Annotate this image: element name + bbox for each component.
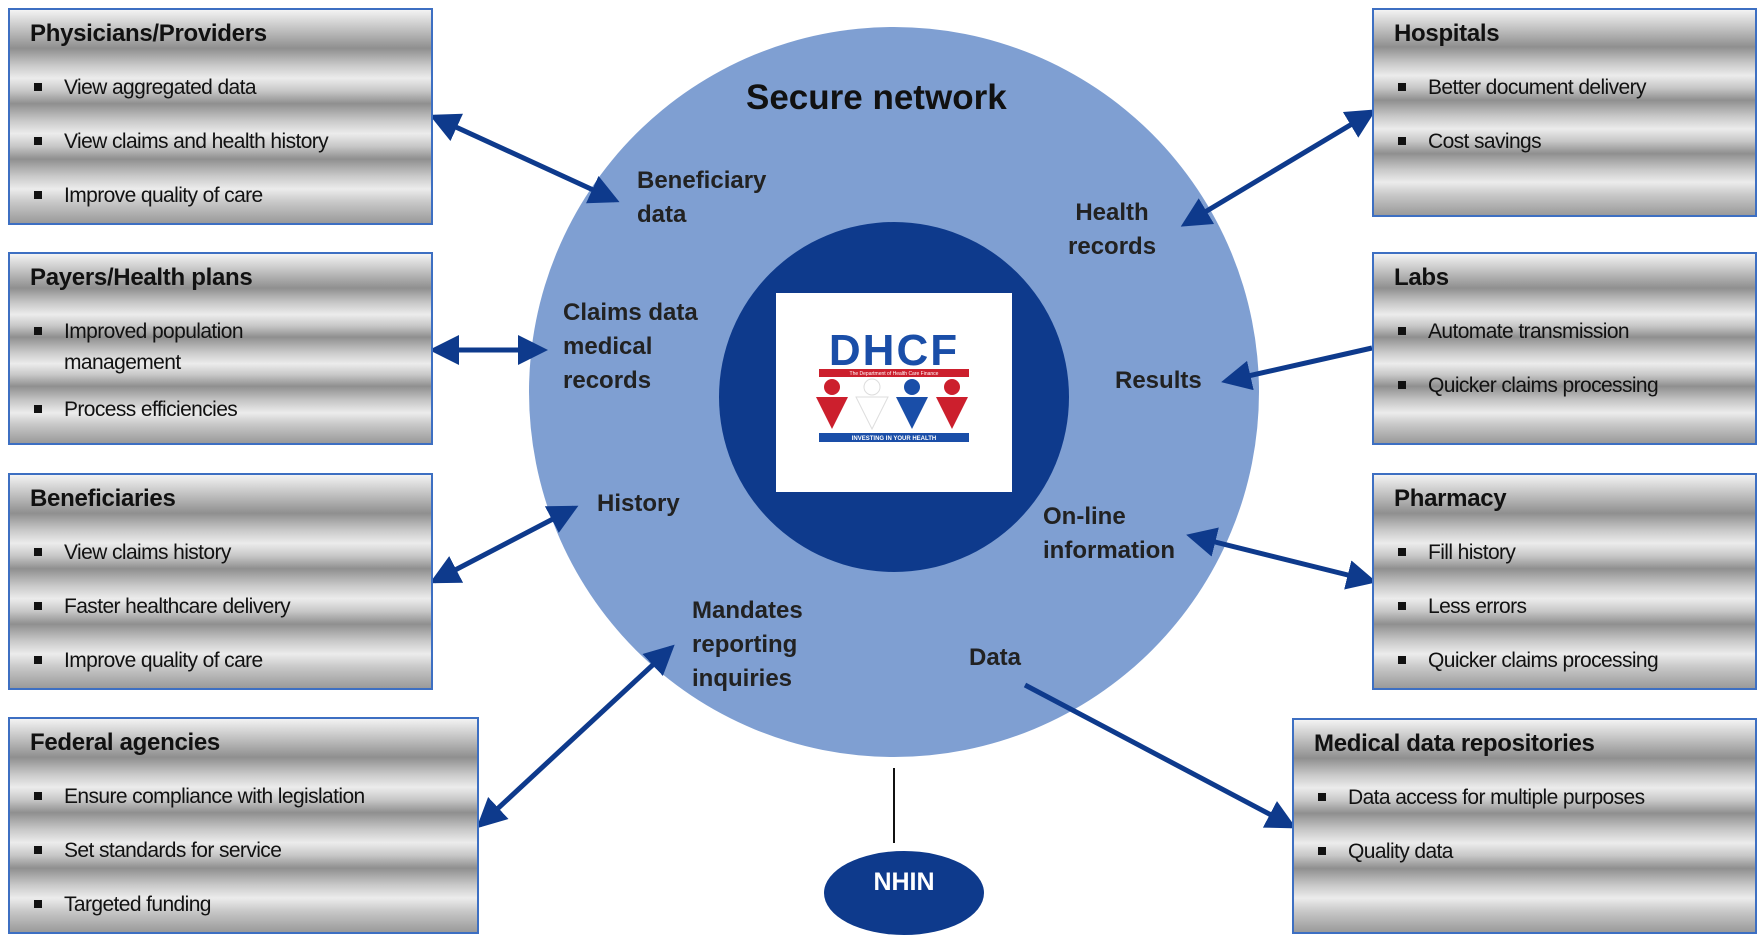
arrow-repositories	[1023, 682, 1297, 829]
list-item: Process efficiencies	[30, 394, 425, 425]
pharmacy-box: Pharmacy Fill history Less errors Quicke…	[1372, 473, 1757, 690]
list-item: Cost savings	[1394, 126, 1749, 157]
arrow-physicians	[429, 113, 620, 204]
box-title: Hospitals	[1394, 20, 1500, 47]
list-item: Fill history	[1394, 537, 1749, 568]
medical-data-repositories-box: Medical data repositories Data access fo…	[1292, 718, 1757, 934]
list-item: Improved population management	[30, 316, 294, 378]
list-item: Quicker claims processing	[1394, 370, 1749, 401]
box-title: Pharmacy	[1394, 485, 1507, 512]
label-beneficiary-data: Beneficiary data	[637, 167, 767, 228]
box-title: Federal agencies	[30, 729, 220, 756]
nhin-label: NHIN	[873, 868, 935, 896]
arrow-hospitals	[1180, 109, 1377, 227]
list-item: Automate transmission	[1394, 316, 1749, 347]
list-item: Faster healthcare delivery	[30, 591, 425, 622]
dhcf-logo-text: DHCF	[829, 326, 959, 375]
label-history: History	[597, 490, 680, 517]
arrow-labs	[1221, 345, 1373, 391]
arrow-beneficiaries	[429, 505, 579, 584]
arrow-pharmacy	[1186, 527, 1377, 590]
list-item: Data access for multiple purposes	[1314, 782, 1749, 813]
list-item: View aggregated data	[30, 72, 425, 103]
dhcf-tagline-top: The Department of Health Care Finance	[850, 371, 939, 377]
secure-network-title: Secure network	[746, 78, 1007, 117]
box-title: Payers/Health plans	[30, 264, 253, 291]
label-health-records: Health records	[1068, 199, 1157, 260]
payers-health-plans-box: Payers/Health plans Improved population …	[8, 252, 433, 445]
beneficiaries-box: Beneficiaries View claims history Faster…	[8, 473, 433, 690]
labs-box: Labs Automate transmission Quicker claim…	[1372, 252, 1757, 445]
label-online-information: On-line information	[1043, 503, 1175, 564]
box-title: Labs	[1394, 264, 1449, 291]
nhin-ellipse	[824, 851, 984, 935]
box-title: Physicians/Providers	[30, 20, 267, 47]
list-item: Less errors	[1394, 591, 1749, 622]
list-item: Better document delivery	[1394, 72, 1749, 103]
dhcf-tagline-bottom: INVESTING IN YOUR HEALTH	[852, 436, 936, 442]
federal-agencies-box: Federal agencies Ensure compliance with …	[8, 717, 479, 934]
dhcf-logo: DHCF The Department of Health Care Finan…	[776, 293, 1012, 492]
list-item: View claims history	[30, 537, 425, 568]
arrow-federal	[476, 644, 675, 829]
list-item: Ensure compliance with legislation	[30, 781, 471, 812]
label-claims-data: Claims data medical records	[563, 299, 698, 394]
box-title: Beneficiaries	[30, 485, 176, 512]
list-item: Improve quality of care	[30, 180, 425, 211]
label-mandates: Mandates reporting inquiries	[692, 597, 803, 692]
label-results: Results	[1115, 367, 1202, 394]
list-item: View claims and health history	[30, 126, 425, 157]
hospitals-box: Hospitals Better document delivery Cost …	[1372, 8, 1757, 217]
list-item: Set standards for service	[30, 835, 471, 866]
list-item: Targeted funding	[30, 889, 471, 920]
list-item: Quality data	[1314, 836, 1749, 867]
box-title: Medical data repositories	[1314, 730, 1595, 757]
list-item: Quicker claims processing	[1394, 645, 1749, 676]
physicians-providers-box: Physicians/Providers View aggregated dat…	[8, 8, 433, 225]
label-data: Data	[969, 644, 1022, 671]
list-item: Improve quality of care	[30, 645, 425, 676]
